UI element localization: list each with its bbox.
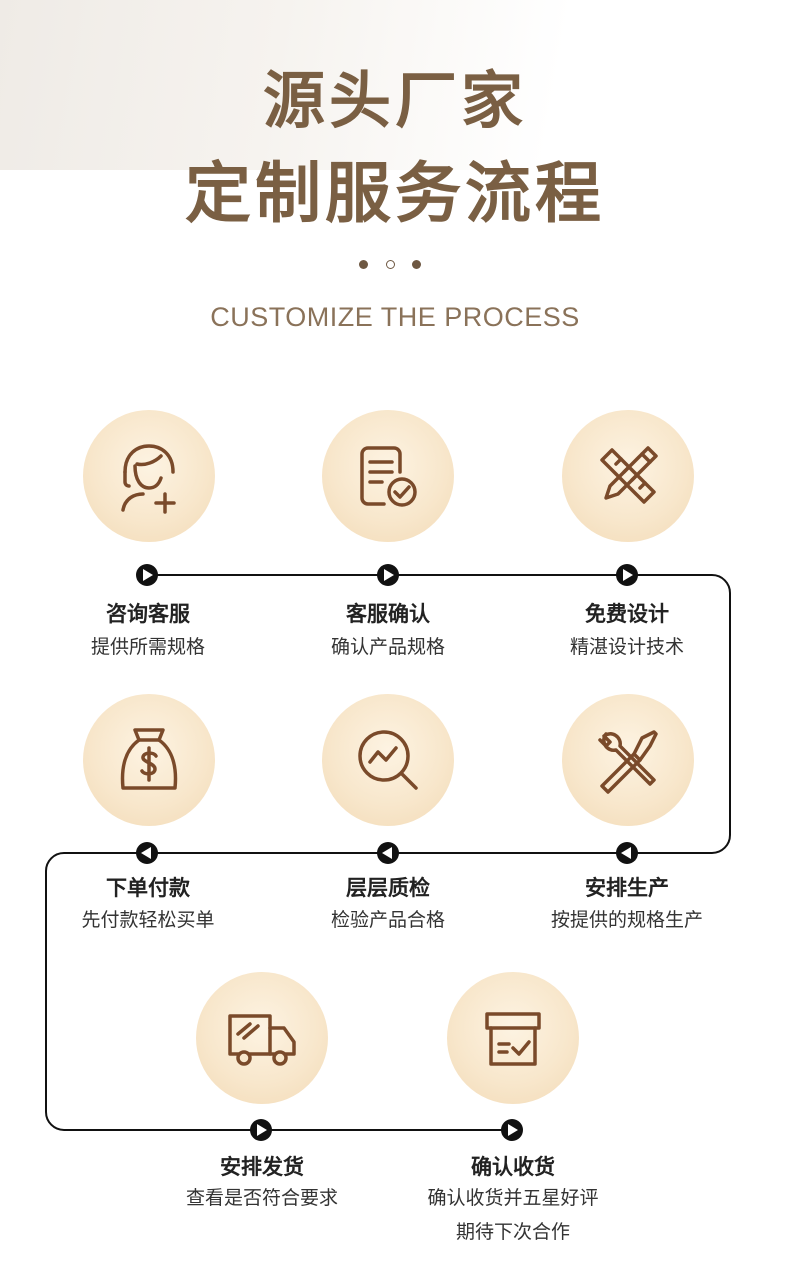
flow-arrow-icon — [616, 564, 638, 586]
flow-arrow-icon — [136, 564, 158, 586]
page-title-line2: 定制服务流程 — [185, 155, 605, 232]
step-1-desc: 提供所需规格 — [90, 636, 205, 658]
decorative-dots — [355, 259, 435, 273]
flow-arrow-icon — [377, 564, 399, 586]
header-background — [0, 0, 790, 170]
step-2-desc: 确认产品规格 — [330, 636, 445, 658]
step-8-icon-circle — [447, 972, 579, 1104]
step-8-desc: 确认收货并五星好评 — [427, 1187, 599, 1209]
step-6-desc: 按提供的规格生产 — [550, 909, 703, 931]
truck-icon — [228, 1014, 296, 1066]
page-title-line1: 源头厂家 — [262, 64, 527, 137]
pencil-ruler-icon — [600, 446, 658, 504]
step-1-title: 咨询客服 — [106, 602, 190, 626]
step-7-desc: 查看是否符合要求 — [185, 1187, 338, 1209]
step-8-desc-line2: 期待下次合作 — [455, 1221, 570, 1243]
magnifier-chart-icon — [358, 730, 418, 790]
page-subtitle: CUSTOMIZE THE PROCESS — [210, 302, 580, 332]
step-2-icon-circle — [322, 410, 454, 542]
flow-arrow-icon — [501, 1119, 523, 1141]
box-check-icon — [485, 1012, 541, 1066]
step-5-icon-circle — [322, 694, 454, 826]
step-2-title: 客服确认 — [346, 602, 430, 626]
step-3-icon-circle — [562, 410, 694, 542]
step-7-title: 安排发货 — [220, 1155, 304, 1179]
step-4-icon-circle — [83, 694, 215, 826]
document-check-icon — [360, 446, 417, 507]
step-3-title: 免费设计 — [585, 602, 669, 626]
dot-icon — [359, 260, 368, 269]
step-5-desc: 检验产品合格 — [330, 909, 445, 931]
step-6-icon-circle — [562, 694, 694, 826]
step-4-title: 下单付款 — [106, 876, 190, 900]
step-4-desc: 先付款轻松买单 — [81, 909, 215, 931]
flow-arrow-icon — [250, 1119, 272, 1141]
step-1-icon-circle — [83, 410, 215, 542]
dot-icon — [412, 260, 421, 269]
step-6-title: 安排生产 — [585, 876, 669, 900]
hollow-dot-icon — [386, 260, 395, 269]
step-5-title: 层层质检 — [346, 876, 430, 900]
tools-icon — [598, 730, 658, 794]
step-8-title: 确认收货 — [471, 1155, 555, 1179]
flow-arrow-icon — [616, 842, 638, 864]
step-3-desc: 精湛设计技术 — [569, 636, 684, 658]
money-bag-icon — [120, 728, 178, 790]
flow-arrow-icon — [136, 842, 158, 864]
step-7-icon-circle — [196, 972, 328, 1104]
customer-service-icon — [121, 444, 176, 514]
flow-arrow-icon — [377, 842, 399, 864]
